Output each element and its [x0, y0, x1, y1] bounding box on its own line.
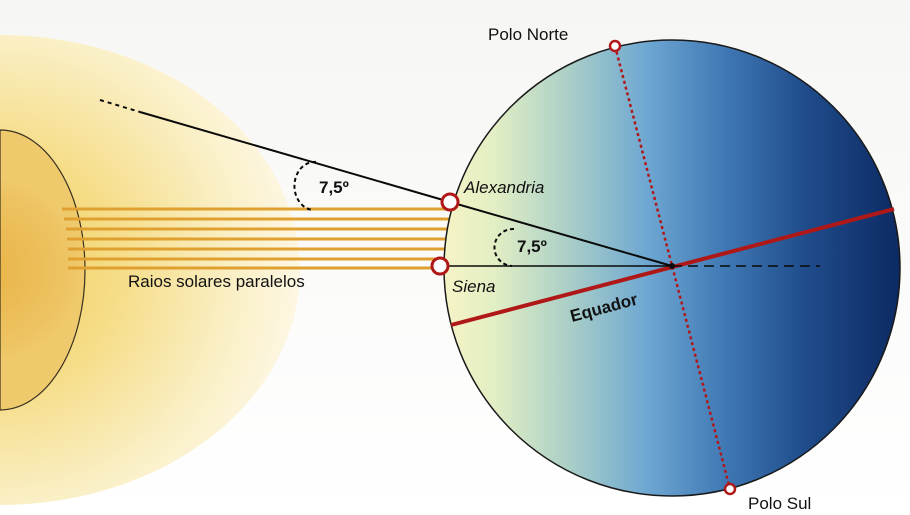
alexandria-ray-line	[139, 111, 451, 203]
angle-arc-top	[293, 160, 317, 211]
north-pole-label: Polo Norte	[488, 25, 568, 44]
alexandria-ray-dashed-start	[99, 99, 141, 113]
sun-glow	[0, 35, 300, 505]
alexandria-radius-line	[449, 201, 673, 267]
north-pole-marker	[608, 39, 622, 53]
south-pole-marker	[723, 482, 737, 496]
sun-rays-label: Raios solares paralelos	[128, 272, 305, 291]
siena-marker	[430, 256, 450, 276]
south-pole-label: Polo Sul	[748, 494, 811, 510]
sun-body	[0, 129, 86, 411]
angle-label-center: 7,5º	[517, 237, 547, 256]
alexandria-label: Alexandria	[463, 178, 544, 197]
siena-label: Siena	[452, 277, 495, 296]
angle-arc-center	[493, 227, 515, 267]
angle-label-top: 7,5º	[319, 178, 349, 197]
alexandria-marker	[440, 192, 460, 212]
parallel-sun-rays	[62, 207, 450, 270]
earth-center	[669, 263, 675, 269]
